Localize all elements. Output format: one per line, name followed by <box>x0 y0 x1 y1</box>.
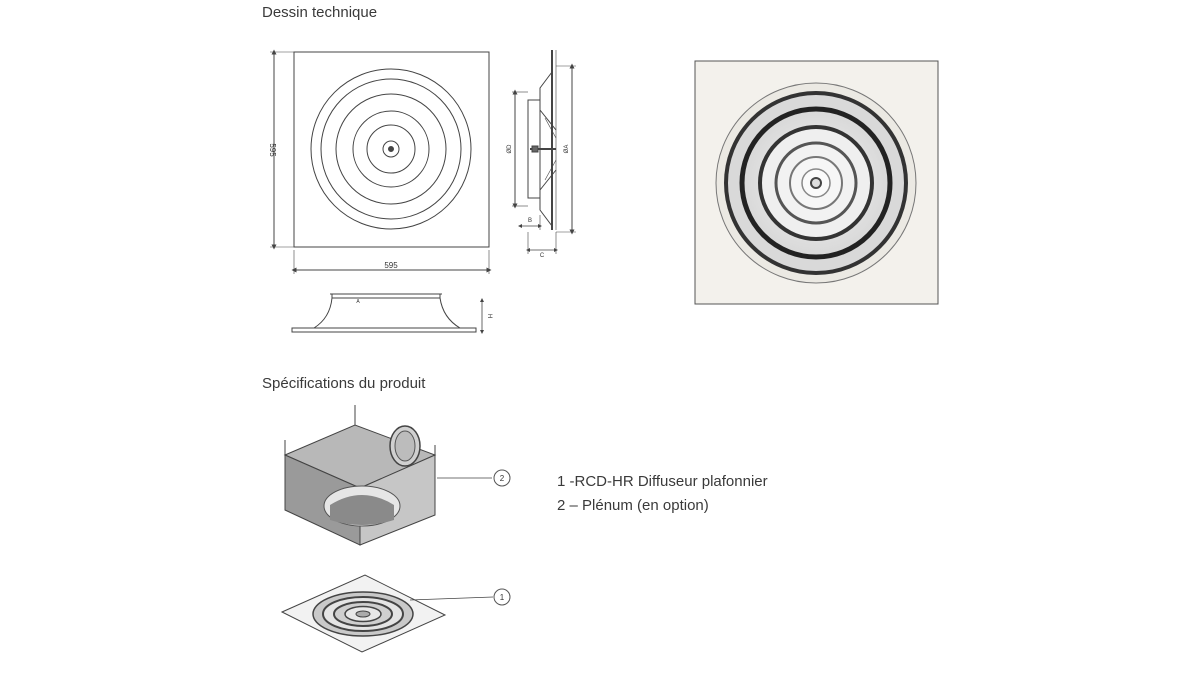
diameter-d-label: ØD <box>507 144 513 154</box>
callout-number-1: 1 <box>500 593 505 602</box>
plenum-isometric <box>283 405 511 546</box>
front-ring-2 <box>320 78 462 220</box>
width-dimension-label: 595 <box>384 261 398 270</box>
front-view <box>270 49 492 274</box>
h-label: H <box>486 314 492 318</box>
photo-center-screw <box>810 177 822 189</box>
product-legend: 1 -RCD-HR Diffuseur plafonnier 2 – Plénu… <box>557 470 768 518</box>
diffuser-photo <box>694 60 939 305</box>
technical-drawing-heading: Dessin technique <box>262 4 378 21</box>
front-ring-3 <box>335 93 447 205</box>
diameter-a-label: ØA <box>564 145 570 154</box>
front-center <box>388 146 394 152</box>
profile-panel <box>291 327 477 333</box>
callout-number-2: 2 <box>500 474 505 483</box>
legend-item-2: 2 – Plénum (en option) <box>557 497 709 514</box>
callout-circle-2 <box>493 469 511 487</box>
diffuser-isometric <box>280 574 511 653</box>
front-ring-6 <box>382 140 400 158</box>
b-label: B <box>528 218 532 224</box>
profile-dome <box>313 297 461 329</box>
side-section-view <box>512 50 576 254</box>
height-dimension-label: 595 <box>268 143 277 157</box>
front-ring-5 <box>366 124 416 174</box>
neck-profile <box>527 99 540 199</box>
front-ring-1 <box>310 68 472 230</box>
bottom-profile-view <box>291 293 484 334</box>
callout-circle-1 <box>493 588 511 606</box>
c-label: C <box>540 253 545 259</box>
front-ring-4 <box>352 110 430 188</box>
small-a-label: A <box>356 299 360 305</box>
leader-line-1 <box>409 596 494 601</box>
specifications-heading: Spécifications du produit <box>262 375 426 392</box>
front-view-frame <box>293 51 490 248</box>
legend-item-1: 1 -RCD-HR Diffuseur plafonnier <box>557 473 768 490</box>
